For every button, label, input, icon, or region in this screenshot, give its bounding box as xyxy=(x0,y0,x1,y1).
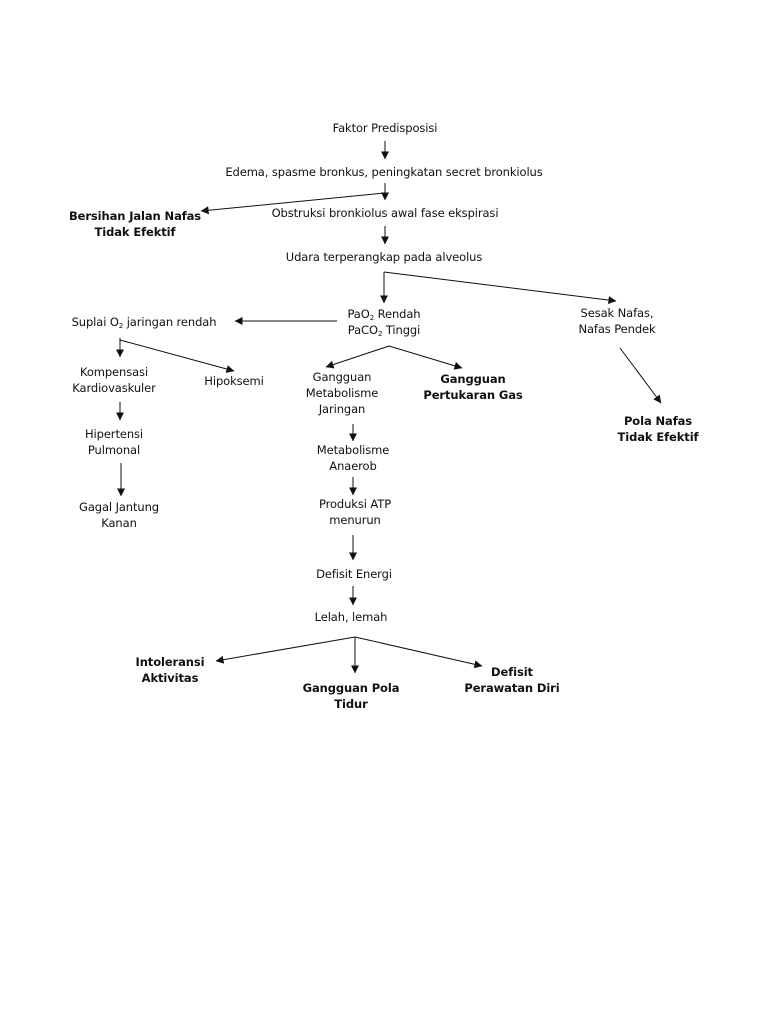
node-pola-nafas-tidak-efektif: Pola Nafas Tidak Efektif xyxy=(617,414,699,444)
arrow-lelah-perawatan xyxy=(354,636,483,669)
node-gagal-jantung-kanan: Gagal Jantung Kanan xyxy=(79,500,159,530)
node-metabolisme-anaerob: Metabolisme Anaerob xyxy=(316,443,390,473)
node-produksi-atp: Produksi ATP menurun xyxy=(318,497,392,527)
node-defisit-energi: Defisit Energi xyxy=(316,567,392,581)
node-udara-terperangkap: Udara terperangkap pada alveolus xyxy=(285,250,483,264)
node-gangguan-pola-tidur: Gangguan Pola Tidur xyxy=(302,681,400,711)
arrow-udara-sesak xyxy=(383,271,617,305)
arrow-suplai-hipoksemi xyxy=(119,339,235,373)
arrow-edema-bersihan xyxy=(200,192,386,215)
node-obstruksi-bronkiolus: Obstruksi bronkiolus awal fase ekspirasi xyxy=(271,206,499,220)
arrow-pao2-gangguan-pertukaran xyxy=(388,345,463,370)
node-suplai-o2: Suplai O2 jaringan rendah xyxy=(71,315,217,330)
arrow-pao2-gangguan-metabolisme xyxy=(325,345,390,369)
node-intoleransi-aktivitas: Intoleransi Aktivitas xyxy=(135,655,205,685)
node-kompensasi-kardiovaskuler: Kompensasi Kardiovaskuler xyxy=(72,365,156,395)
node-gangguan-pertukaran-gas: Gangguan Pertukaran Gas xyxy=(423,372,523,402)
node-hipoksemi: Hipoksemi xyxy=(204,374,264,388)
node-bersihan-jalan-nafas: Bersihan Jalan Nafas Tidak Efektif xyxy=(68,209,202,239)
node-hipertensi-pulmonal: Hipertensi Pulmonal xyxy=(84,427,144,457)
node-sesak-nafas: Sesak Nafas, Nafas Pendek xyxy=(578,306,656,336)
node-gangguan-metabolisme-jaringan: Gangguan Metabolisme Jaringan xyxy=(305,370,379,416)
node-lelah-lemah: Lelah, lemah xyxy=(314,610,388,624)
arrow-sesak-pola-nafas xyxy=(619,347,662,404)
node-faktor-predisposisi: Faktor Predisposisi xyxy=(332,121,438,135)
node-edema-spasme: Edema, spasme bronkus, peningkatan secre… xyxy=(225,165,543,179)
node-defisit-perawatan-diri: Defisit Perawatan Diri xyxy=(464,665,560,695)
node-pao2-paco2: PaO2 Rendah PaCO2 Tinggi xyxy=(347,307,421,338)
arrow-lelah-intoleransi xyxy=(215,636,356,664)
